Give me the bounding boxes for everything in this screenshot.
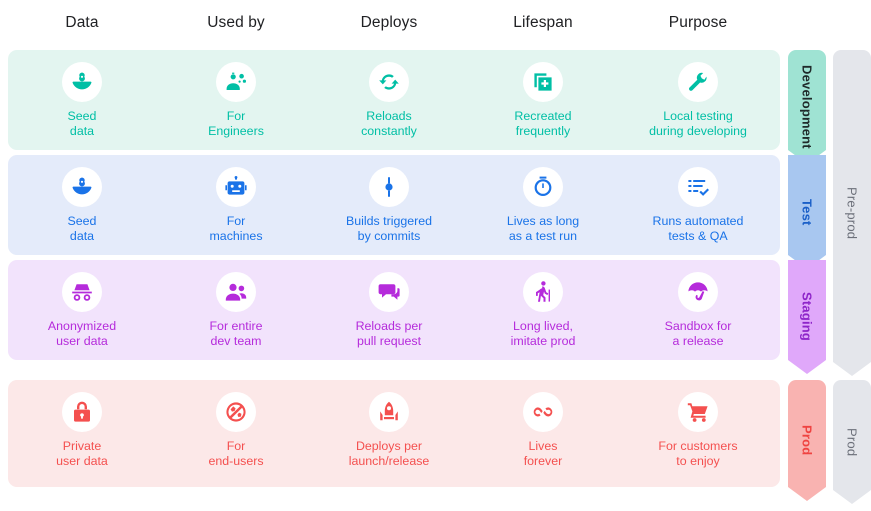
commit-icon (369, 167, 409, 207)
cell-staging-used-by: For entire dev team (161, 272, 311, 349)
env-chevron-staging: Staging (788, 260, 826, 374)
column-header-data: Data (65, 14, 99, 31)
group-bar-label: Pre-prod (844, 186, 860, 240)
cell-development-lifespan: Recreated frequently (468, 62, 618, 139)
cell-label: Long lived, imitate prod (510, 319, 576, 348)
cell-prod-purpose: For customers to enjoy (623, 392, 773, 469)
cell-development-deploys: Reloads constantly (314, 62, 464, 139)
env-chevron-label: Development (799, 65, 815, 149)
cell-label: Seed data (67, 214, 97, 243)
cell-development-purpose: Local testing during developing (623, 62, 773, 139)
umbrella-icon (678, 272, 718, 312)
cell-label: Deploys per launch/release (348, 439, 430, 468)
environment-row-development: Seed data For Engineers Reloads constantly… (8, 50, 780, 150)
env-chevron-development: Development (788, 50, 826, 164)
cell-label: Local testing during developing (649, 109, 747, 138)
cell-staging-purpose: Sandbox for a release (623, 272, 773, 349)
cell-staging-deploys: Reloads per pull request (314, 272, 464, 349)
seed-flower-icon (62, 62, 102, 102)
column-header-deploys: Deploys (360, 14, 418, 31)
cell-label: For entire dev team (209, 319, 263, 348)
environment-row-prod: Private user data For end-users Deploys pe… (8, 380, 780, 487)
cell-label: For Engineers (208, 109, 264, 138)
cell-test-used-by: For machines (161, 167, 311, 244)
cell-label: Reloads per pull request (355, 319, 423, 348)
cell-label: For end-users (208, 439, 264, 468)
copy-plus-icon (523, 62, 563, 102)
cell-test-purpose: Runs automated tests & QA (623, 167, 773, 244)
env-chevron-label: Staging (799, 292, 815, 342)
cell-label: Sandbox for a release (664, 319, 732, 348)
engineer-icon (216, 62, 256, 102)
rocket-icon (369, 392, 409, 432)
chat-bubble-icon (369, 272, 409, 312)
checklist-icon (678, 167, 718, 207)
cell-label: Private user data (56, 439, 108, 468)
cell-staging-lifespan: Long lived, imitate prod (468, 272, 618, 349)
cell-label: Seed data (67, 109, 97, 138)
cell-label: For customers to enjoy (658, 439, 738, 468)
shopping-cart-icon (678, 392, 718, 432)
incognito-icon (62, 272, 102, 312)
seed-flower-icon (62, 167, 102, 207)
column-header-used-by: Used by (207, 14, 265, 31)
group-bar-pre-prod: Pre-prod (833, 50, 871, 376)
cell-label: For machines (209, 214, 263, 243)
stopwatch-icon (523, 167, 563, 207)
wrench-icon (678, 62, 718, 102)
cell-label: Recreated frequently (514, 109, 572, 138)
refresh-loop-icon (369, 62, 409, 102)
cell-test-data: Seed data (7, 167, 157, 244)
environment-row-test: Seed data For machines Builds triggered by… (8, 155, 780, 255)
cell-development-data: Seed data (7, 62, 157, 139)
cell-label: Runs automated tests & QA (652, 214, 744, 243)
group-bar-prod: Prod (833, 380, 871, 504)
cell-prod-lifespan: Lives forever (468, 392, 618, 469)
cell-label: Builds triggered by commits (345, 214, 433, 243)
cell-test-deploys: Builds triggered by commits (314, 167, 464, 244)
cell-label: Anonymized user data (47, 319, 117, 348)
robot-icon (216, 167, 256, 207)
env-chevron-label: Prod (799, 425, 815, 456)
column-headers: Data Used by Deploys Lifespan Purpose (0, 14, 780, 48)
elderly-walk-icon (523, 272, 563, 312)
cell-label: Lives as long as a test run (506, 214, 580, 243)
column-header-purpose: Purpose (668, 14, 728, 31)
lock-icon (62, 392, 102, 432)
env-chevron-prod: Prod (788, 380, 826, 501)
globe-block-icon (216, 392, 256, 432)
env-chevron-label: Test (799, 198, 815, 226)
cell-prod-data: Private user data (7, 392, 157, 469)
cell-label: Reloads constantly (361, 109, 417, 138)
cell-development-used-by: For Engineers (161, 62, 311, 139)
infinity-icon (523, 392, 563, 432)
cell-staging-data: Anonymized user data (7, 272, 157, 349)
column-header-lifespan: Lifespan (513, 14, 573, 31)
cell-label: Lives forever (523, 439, 563, 468)
people-group-icon (216, 272, 256, 312)
cell-test-lifespan: Lives as long as a test run (468, 167, 618, 244)
cell-prod-deploys: Deploys per launch/release (314, 392, 464, 469)
group-bar-label: Prod (844, 427, 860, 457)
environment-row-staging: Anonymized user data For entire dev team R… (8, 260, 780, 360)
cell-prod-used-by: For end-users (161, 392, 311, 469)
env-chevron-test: Test (788, 155, 826, 269)
